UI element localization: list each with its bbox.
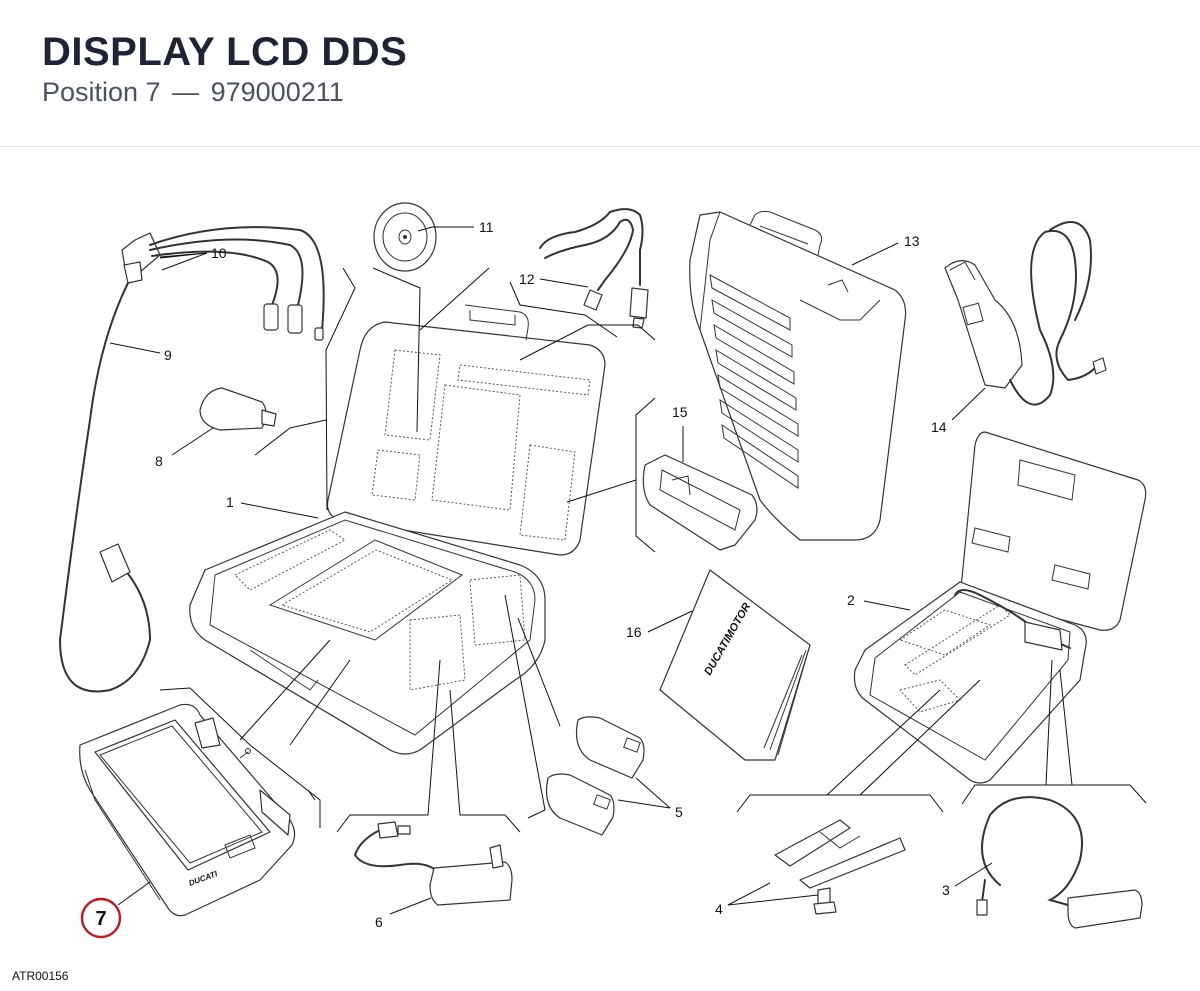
part-14-current-clamp: [944, 221, 1107, 406]
header: DISPLAY LCD DDS Position 7 — 979000211: [0, 0, 1200, 147]
callout-16: 16: [626, 624, 642, 640]
part-2-service-case: [853, 431, 1147, 784]
callout-1: 1: [226, 494, 234, 510]
position-label: Position 7: [42, 77, 161, 107]
page-subtitle: Position 7 — 979000211: [42, 77, 344, 108]
drawing-code: ATR00156: [12, 969, 69, 983]
callout-8: 8: [155, 453, 163, 469]
highlighted-callout-7[interactable]: 7: [80, 897, 122, 939]
subtitle-separator: —: [172, 77, 200, 107]
callout-11: 11: [479, 219, 494, 235]
part-16-manual: DUCATIMOTOR: [659, 569, 811, 761]
callout-4: 4: [715, 901, 723, 917]
part-15-tray-holder: [642, 454, 758, 551]
part-8-key-dongle: [199, 387, 277, 431]
leader-lines: [109, 226, 1147, 915]
callout-6: 6: [375, 914, 383, 930]
callout-2: 2: [847, 592, 855, 608]
part-10-adapter-cables: [121, 226, 325, 341]
callout-3: 3: [942, 882, 950, 898]
callout-9: 9: [164, 347, 172, 363]
callout-14: 14: [931, 419, 947, 435]
callout-10: 10: [211, 245, 227, 261]
part-4-brackets: [774, 819, 906, 915]
callout-5: 5: [675, 804, 683, 820]
part-7-lcd-display: DUCATI: [79, 703, 296, 917]
callout-15: 15: [672, 404, 688, 420]
part-1-main-case: [189, 304, 606, 755]
highlight-ring: [80, 897, 122, 939]
part-6-charger: [353, 821, 513, 906]
callout-12: 12: [519, 271, 535, 287]
callout-labels: 1 2 3 4 5 6 8 9 10 11 12 13 14 15 16: [155, 219, 950, 930]
part-11-cd-disc: [373, 202, 437, 272]
callout-7: 7: [95, 908, 106, 930]
part-3-cable-module: [976, 796, 1143, 929]
part-5-batteries: [545, 716, 645, 836]
part-13-closed-case: [689, 210, 907, 541]
page-title: DISPLAY LCD DDS: [42, 30, 408, 74]
part-number: 979000211: [210, 77, 344, 107]
callout-13: 13: [904, 233, 920, 249]
part-9-obd-cable: [58, 282, 152, 693]
